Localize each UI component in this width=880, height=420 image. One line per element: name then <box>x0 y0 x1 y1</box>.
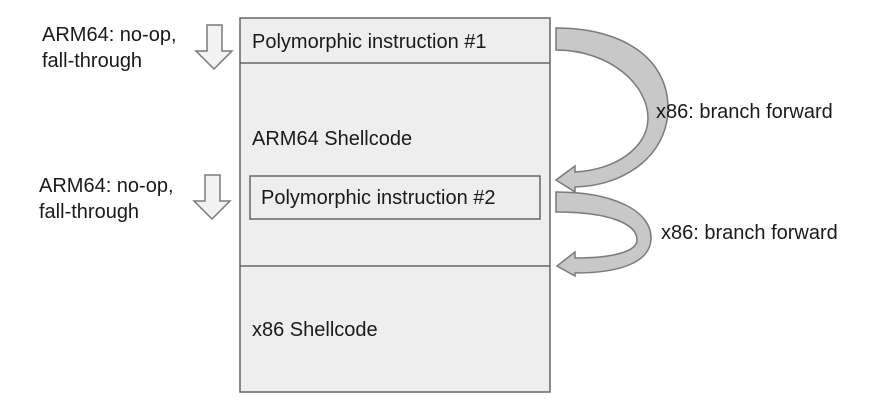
down-arrow-icon <box>194 24 234 71</box>
left-note-2-line1: ARM64: no-op, <box>39 175 174 197</box>
branch-note-1: x86: branch forward <box>656 101 833 123</box>
instr2-label: Polymorphic instruction #2 <box>261 187 496 209</box>
branch-arrow-icon <box>554 27 669 194</box>
left-note-2-line2: fall-through <box>39 201 140 223</box>
left-note-1-line2: fall-through <box>42 50 143 72</box>
left-note-1: ARM64: no-op, fall-through <box>42 22 177 74</box>
instr1-label: Polymorphic instruction #1 <box>252 31 487 53</box>
x86-shellcode-label: x86 Shellcode <box>252 319 378 341</box>
branch-note-2: x86: branch forward <box>661 222 838 244</box>
left-note-2: ARM64: no-op, fall-through <box>39 173 174 225</box>
instr2-box <box>249 175 541 220</box>
branch-arrow-icon <box>555 191 652 278</box>
left-note-1-line1: ARM64: no-op, <box>42 24 177 46</box>
arm64-shellcode-label: ARM64 Shellcode <box>252 128 413 150</box>
down-arrow-icon <box>192 174 232 221</box>
